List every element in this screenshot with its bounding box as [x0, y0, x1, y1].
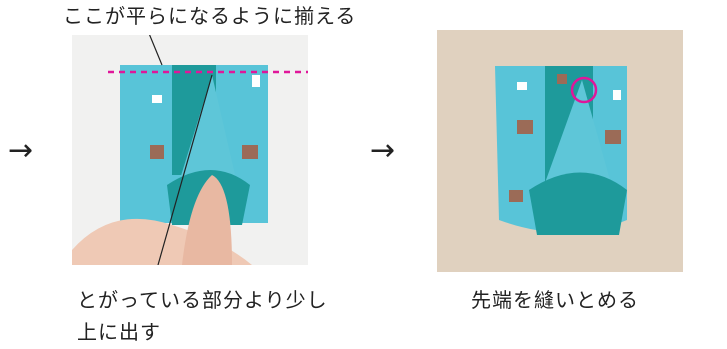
top-caption: ここが平らになるように揃える	[63, 4, 357, 28]
right-caption: 先端を縫いとめる	[471, 288, 639, 312]
arrow-middle: →	[370, 133, 396, 168]
left-caption-line1: とがっている部分より少し	[77, 288, 328, 312]
photo-right	[437, 30, 683, 272]
left-caption-line2: 上に出す	[77, 320, 161, 344]
photo-left-illustration	[72, 35, 308, 265]
photo-left	[72, 35, 308, 265]
photo-right-illustration	[437, 30, 683, 272]
arrow-left: →	[8, 133, 34, 168]
